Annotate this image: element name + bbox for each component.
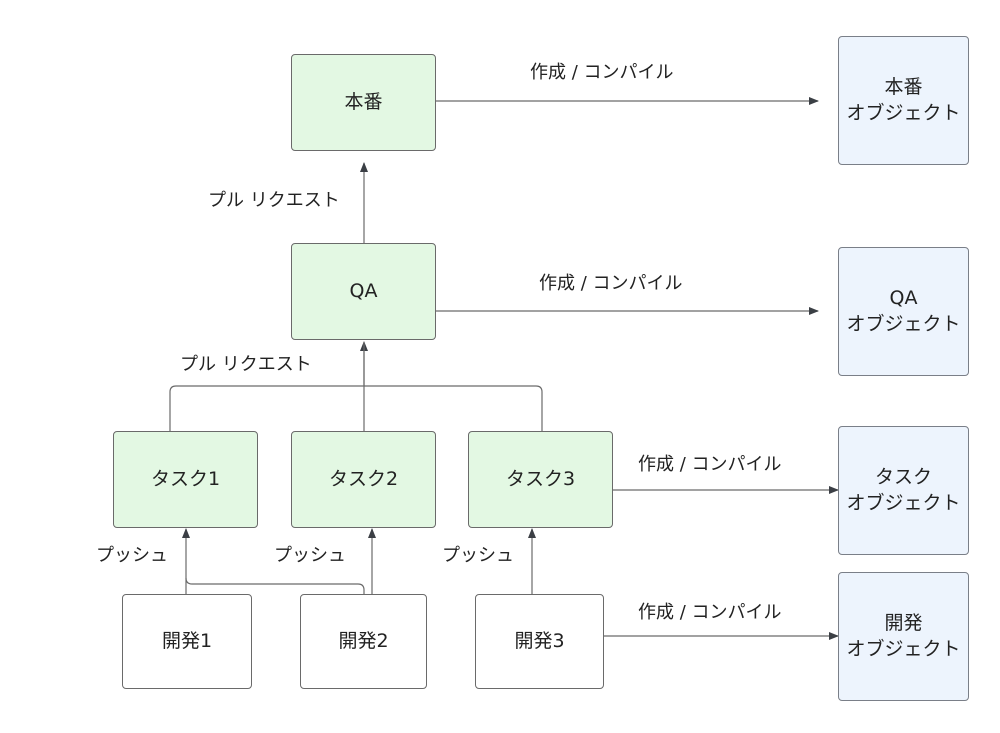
label-build-qa: 作成 / コンパイル	[537, 273, 685, 295]
label-build-dev: 作成 / コンパイル	[636, 602, 784, 624]
node-task2[interactable]: タスク2	[291, 431, 436, 528]
node-dev2[interactable]: 開発2	[300, 594, 427, 689]
label-pr-qa-prod: プル リクエスト	[206, 190, 342, 212]
node-obj-dev[interactable]: 開発 オブジェクト	[838, 572, 969, 701]
node-dev1[interactable]: 開発1	[122, 594, 252, 689]
label-push-1: プッシュ	[94, 545, 170, 567]
label-push-3: プッシュ	[440, 545, 516, 567]
label-push-2: プッシュ	[272, 545, 348, 567]
node-obj-prod[interactable]: 本番 オブジェクト	[838, 36, 969, 165]
label-build-task: 作成 / コンパイル	[636, 454, 784, 476]
node-task3[interactable]: タスク3	[468, 431, 613, 528]
node-prod[interactable]: 本番	[291, 54, 436, 151]
label-pr-tasks-qa: プル リクエスト	[178, 354, 314, 376]
edge-push-dev2-task1	[185, 577, 365, 594]
edge-pr-task3-qa	[364, 385, 543, 431]
node-dev3[interactable]: 開発3	[475, 594, 604, 689]
node-task1[interactable]: タスク1	[113, 431, 258, 528]
node-obj-task[interactable]: タスク オブジェクト	[838, 426, 969, 555]
node-qa[interactable]: QA	[291, 243, 436, 340]
edge-pr-task1-qa	[169, 341, 368, 431]
node-obj-qa[interactable]: QA オブジェクト	[838, 247, 969, 376]
label-build-prod: 作成 / コンパイル	[528, 62, 676, 84]
